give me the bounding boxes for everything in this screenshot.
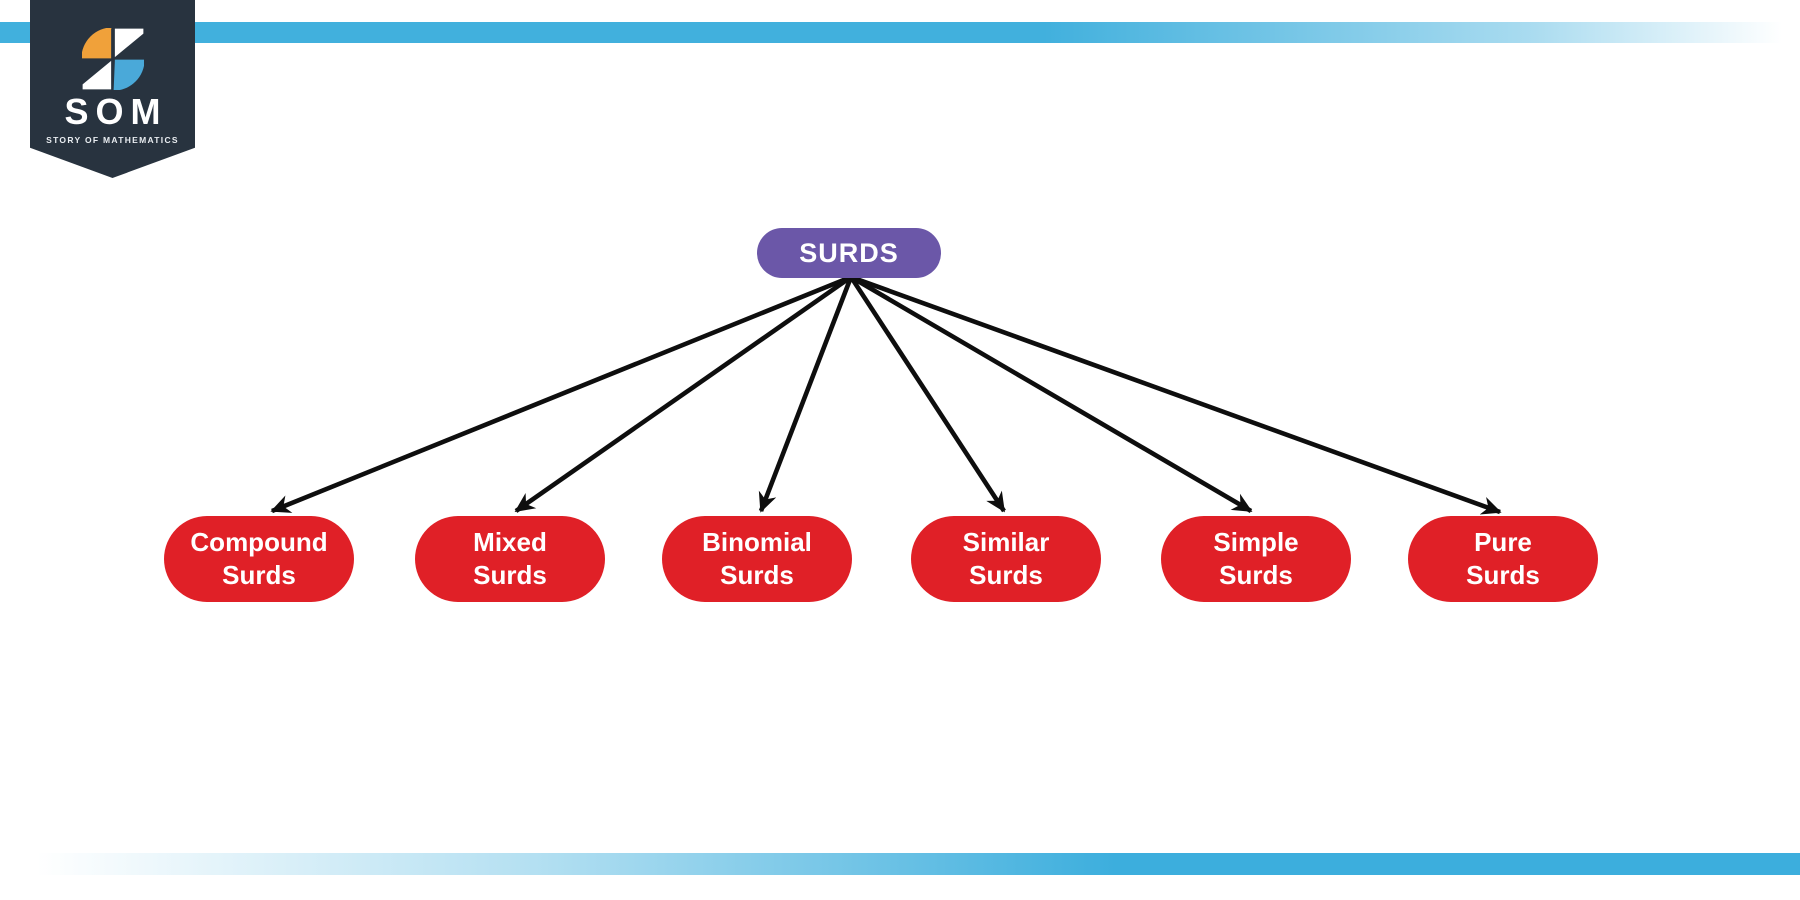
bottom-accent-bar — [0, 853, 1800, 875]
arrow-to-similar-surds — [849, 275, 1006, 513]
node-label-line1: Binomial — [702, 527, 812, 557]
root-node-label: SURDS — [799, 237, 899, 268]
logo-tagline: STORY OF MATHEMATICS — [46, 135, 179, 145]
arrow-to-pure-surds — [850, 274, 1502, 515]
node-label-line2: Surds — [473, 560, 547, 590]
arrow-to-simple-surds — [849, 275, 1253, 513]
node-simple-surds: Simple Surds — [1161, 516, 1351, 602]
node-label-line2: Surds — [1466, 560, 1540, 590]
logo-acronym: SOM — [64, 91, 168, 132]
arrow-to-binomial-surds — [758, 276, 854, 513]
top-accent-bar — [0, 22, 1800, 43]
node-label-line2: Surds — [1219, 560, 1293, 590]
node-similar-surds: Similar Surds — [911, 516, 1101, 602]
node-label-line1: Mixed — [473, 527, 547, 557]
som-logo-banner: SOM STORY OF MATHEMATICS — [30, 0, 195, 178]
node-pure-surds: Pure Surds — [1408, 516, 1598, 602]
arrow-to-compound-surds — [270, 274, 852, 514]
node-label-line1: Simple — [1213, 527, 1299, 557]
node-compound-surds: Compound Surds — [164, 516, 354, 602]
arrow-to-mixed-surds — [514, 275, 853, 513]
node-label-line1: Similar — [962, 527, 1050, 557]
node-label-line2: Surds — [969, 560, 1043, 590]
node-mixed-surds: Mixed Surds — [415, 516, 605, 602]
root-node-surds: SURDS — [757, 228, 941, 278]
som-logo-icon — [81, 28, 144, 90]
node-label-line2: Surds — [720, 560, 794, 590]
node-label-line1: Pure — [1474, 527, 1532, 557]
logo-top-white-wedge — [114, 28, 143, 58]
node-label-line1: Compound — [190, 527, 328, 557]
node-binomial-surds: Binomial Surds — [662, 516, 852, 602]
node-label-line2: Surds — [222, 560, 296, 590]
logo-bottom-white-wedge — [82, 60, 111, 90]
